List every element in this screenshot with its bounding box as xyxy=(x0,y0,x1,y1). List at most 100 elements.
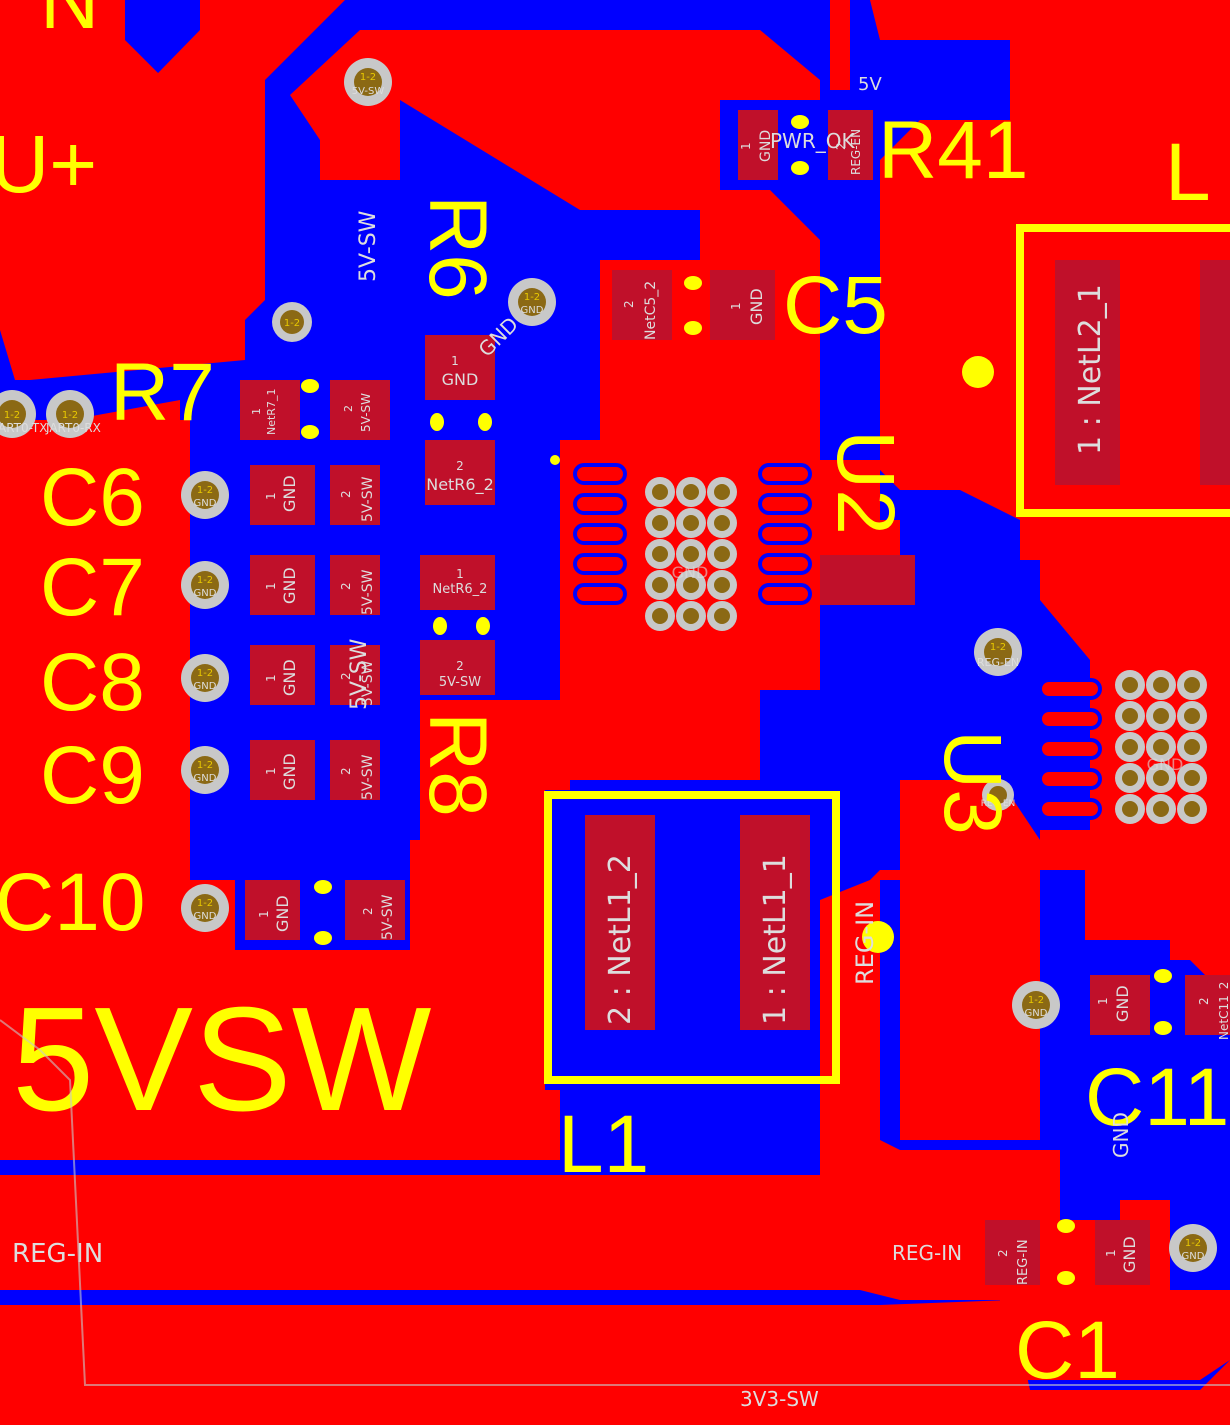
svg-text:1: 1 xyxy=(456,567,464,581)
pad-c5-2 xyxy=(612,270,672,340)
thermal-via-hole xyxy=(683,608,699,624)
svg-text:NetR6_2: NetR6_2 xyxy=(433,582,488,597)
svg-text:GND: GND xyxy=(747,288,766,325)
via-gnd-c11: 1-2 GND xyxy=(1012,981,1060,1029)
pad-r7-2 xyxy=(330,380,390,440)
svg-text:REG-EN: REG-EN xyxy=(981,799,1016,809)
pad-c6-1 xyxy=(250,465,315,525)
designator-c1: C1 xyxy=(1015,1305,1120,1396)
pad-label-netl1-1: 1 : NetL1_1 xyxy=(758,854,793,1025)
board-edge-outline xyxy=(0,1019,1230,1386)
svg-text:GND: GND xyxy=(194,588,217,599)
svg-text:1: 1 xyxy=(250,408,263,415)
net-reg-in-left: REG-IN xyxy=(12,1239,103,1269)
designator-c11: C11 xyxy=(1085,1052,1229,1143)
thermal-via-hole xyxy=(652,546,668,562)
pour-lower-left xyxy=(0,400,570,1160)
svg-text:1: 1 xyxy=(451,354,459,368)
svg-text:GND: GND xyxy=(194,773,217,784)
designators: N U+ L R41 C5 R7 C6 C7 C8 C9 C10 L1 C11 … xyxy=(0,0,1229,1396)
thermal-via-hole xyxy=(714,484,730,500)
u2-thermal-vias xyxy=(645,477,737,631)
pad-label-netl2-1: 1 : NetL2_1 xyxy=(1073,284,1108,455)
pad-c5-1 xyxy=(710,270,775,340)
via-gnd-c6: 1-2 GND xyxy=(181,471,229,519)
designator-r8: R8 xyxy=(412,712,503,817)
pad-c10-1 xyxy=(245,880,300,940)
via-uart-rx: 1-2 xyxy=(46,390,94,438)
svg-text:2: 2 xyxy=(456,659,464,673)
svg-text:1: 1 xyxy=(739,142,753,150)
designator-c8: C8 xyxy=(40,637,145,728)
thermal-via-hole xyxy=(1153,739,1169,755)
u3-thermal-vias xyxy=(1115,670,1207,824)
thermal-via-hole xyxy=(1184,739,1200,755)
thermal-via-hole xyxy=(714,608,730,624)
svg-text:GND: GND xyxy=(280,567,299,604)
svg-text:2: 2 xyxy=(339,767,353,775)
net-5v-top: 5V xyxy=(858,74,882,95)
pad-l2-1 xyxy=(1055,260,1120,485)
svg-text:1-2: 1-2 xyxy=(360,72,376,83)
svg-text:1-2: 1-2 xyxy=(197,485,213,496)
net-5v-sw-big: 5V-SW xyxy=(347,638,372,710)
thermal-via-hole xyxy=(1153,770,1169,786)
svg-text:GND: GND xyxy=(1182,1251,1205,1262)
svg-text:5V-SW: 5V-SW xyxy=(352,86,385,97)
silk-5vsw-label: 5VSW xyxy=(12,977,432,1142)
net-3v3-sw: 3V3-SW xyxy=(740,1387,819,1411)
pad-c1-2 xyxy=(985,1220,1040,1285)
via-uart-tx: 1-2 xyxy=(0,390,36,438)
pour-center xyxy=(290,30,910,780)
svg-text:5V-SW: 5V-SW xyxy=(360,476,376,522)
svg-text:GND: GND xyxy=(194,498,217,509)
svg-text:REG-IN: REG-IN xyxy=(1016,1239,1031,1285)
svg-text:GND: GND xyxy=(442,370,479,389)
svg-text:1-2: 1-2 xyxy=(197,760,213,771)
thermal-via-hole xyxy=(1122,770,1138,786)
pad-r6-1 xyxy=(425,335,495,400)
thermal-via-hole xyxy=(1184,801,1200,817)
svg-text:5V-SW: 5V-SW xyxy=(360,660,376,706)
svg-text:GND: GND xyxy=(521,305,544,316)
pad-c11-1 xyxy=(1090,975,1150,1035)
pad-r41-2 xyxy=(828,110,873,180)
svg-text:1-2: 1-2 xyxy=(197,898,213,909)
svg-text:1-2: 1-2 xyxy=(197,575,213,586)
svg-text:REG-EN: REG-EN xyxy=(849,129,863,175)
via-gnd-c9: 1-2 GND xyxy=(181,746,229,794)
via-reg-en-2: REG-EN xyxy=(981,779,1016,811)
svg-text:1-2: 1-2 xyxy=(1028,995,1044,1006)
designator-c9: C9 xyxy=(40,730,145,821)
via-reg-en-1: 1-2 REG-EN xyxy=(974,628,1022,676)
svg-text:1: 1 xyxy=(264,582,278,590)
thermal-via-hole xyxy=(652,608,668,624)
svg-text:2: 2 xyxy=(361,907,375,915)
pad-c7-1 xyxy=(250,555,315,615)
pour-reg-in xyxy=(900,780,1040,1140)
thermal-via-hole xyxy=(1122,801,1138,817)
svg-text:2: 2 xyxy=(339,582,353,590)
pad-c8-1 xyxy=(250,645,315,705)
thermal-via-hole xyxy=(1153,801,1169,817)
silkscreen-outlines xyxy=(544,224,1230,1084)
svg-text:1-2: 1-2 xyxy=(990,642,1006,653)
svg-text:5V-SW: 5V-SW xyxy=(380,894,396,940)
svg-text:GND: GND xyxy=(194,681,217,692)
pad-c11-2 xyxy=(1185,975,1230,1035)
thermal-via-hole xyxy=(652,577,668,593)
thermal-via-hole xyxy=(1122,739,1138,755)
svg-text:1-2: 1-2 xyxy=(284,318,300,329)
thermal-via-hole xyxy=(1122,677,1138,693)
designator-partial-left: U+ xyxy=(0,119,97,210)
thermal-via-hole xyxy=(714,546,730,562)
net-r7-1: NetR7_1 xyxy=(265,389,278,435)
pour-left-mid xyxy=(0,0,345,380)
svg-text:1: 1 xyxy=(264,492,278,500)
svg-text:5V-SW: 5V-SW xyxy=(359,393,373,432)
svg-text:GND: GND xyxy=(280,659,299,696)
svg-text:1: 1 xyxy=(729,302,743,310)
thermal-via-hole xyxy=(652,484,668,500)
net-c11-2: NetC11_2 xyxy=(1217,982,1230,1040)
